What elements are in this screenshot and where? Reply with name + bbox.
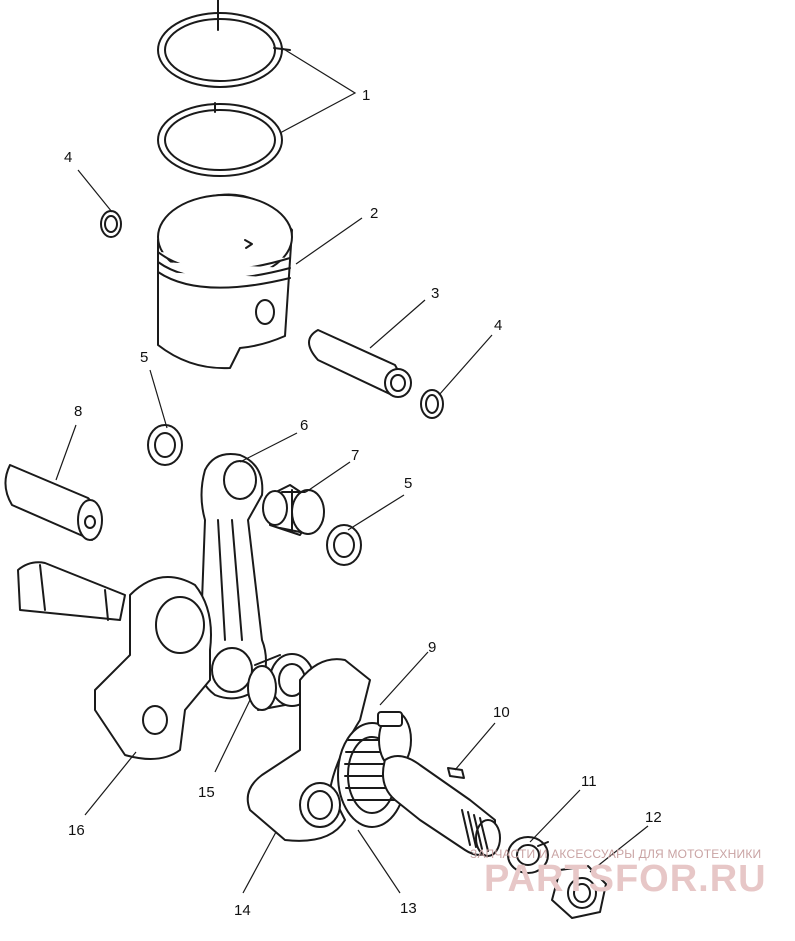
callout-6: 6: [300, 417, 308, 434]
piston: [157, 193, 293, 370]
callout-3: 3: [431, 285, 439, 302]
callout-8: 8: [74, 403, 82, 420]
connecting-rod: [198, 453, 267, 700]
callout-15: 15: [198, 784, 215, 801]
callout-5-left: 5: [140, 349, 148, 366]
callout-5-right: 5: [404, 475, 412, 492]
callout-11: 11: [581, 773, 597, 790]
callout-12: 12: [645, 809, 662, 826]
watermark-tagline: ЗАПЧАСТИ И АКСЕССУАРЫ ДЛЯ МОТОТЕХНИКИ: [470, 847, 762, 861]
oil-seal: [377, 711, 412, 769]
piston-ring-upper: [157, 0, 291, 88]
circlip-right: [420, 389, 444, 419]
woodruff-key: [447, 767, 465, 779]
watermark-logo: PARTSFOR.RU: [484, 858, 767, 900]
callout-10: 10: [493, 704, 510, 721]
piston-pin: [308, 329, 412, 398]
callout-7: 7: [351, 447, 359, 464]
circlip-left: [100, 210, 122, 238]
crank-half-right: [246, 658, 371, 842]
thrust-washer-left: [147, 424, 183, 466]
crank-gear: [337, 722, 407, 828]
crank-half-left: [17, 561, 212, 760]
callout-4-left: 4: [64, 149, 72, 166]
crank-pin: [4, 464, 103, 541]
callout-9: 9: [428, 639, 436, 656]
lock-washer: [507, 836, 549, 874]
leader-lines: [55, 47, 649, 894]
piston-ring-lower: [157, 102, 283, 177]
callout-14: 14: [234, 902, 251, 919]
callout-2: 2: [370, 205, 378, 222]
crank-nut: [551, 865, 607, 919]
needle-bearing: [262, 484, 325, 536]
callout-1: 1: [362, 87, 370, 104]
callout-13: 13: [400, 900, 417, 917]
callout-16: 16: [68, 822, 85, 839]
crank-output-shaft: [382, 755, 501, 857]
thrust-washer-right: [326, 524, 362, 566]
callout-4-right: 4: [494, 317, 502, 334]
